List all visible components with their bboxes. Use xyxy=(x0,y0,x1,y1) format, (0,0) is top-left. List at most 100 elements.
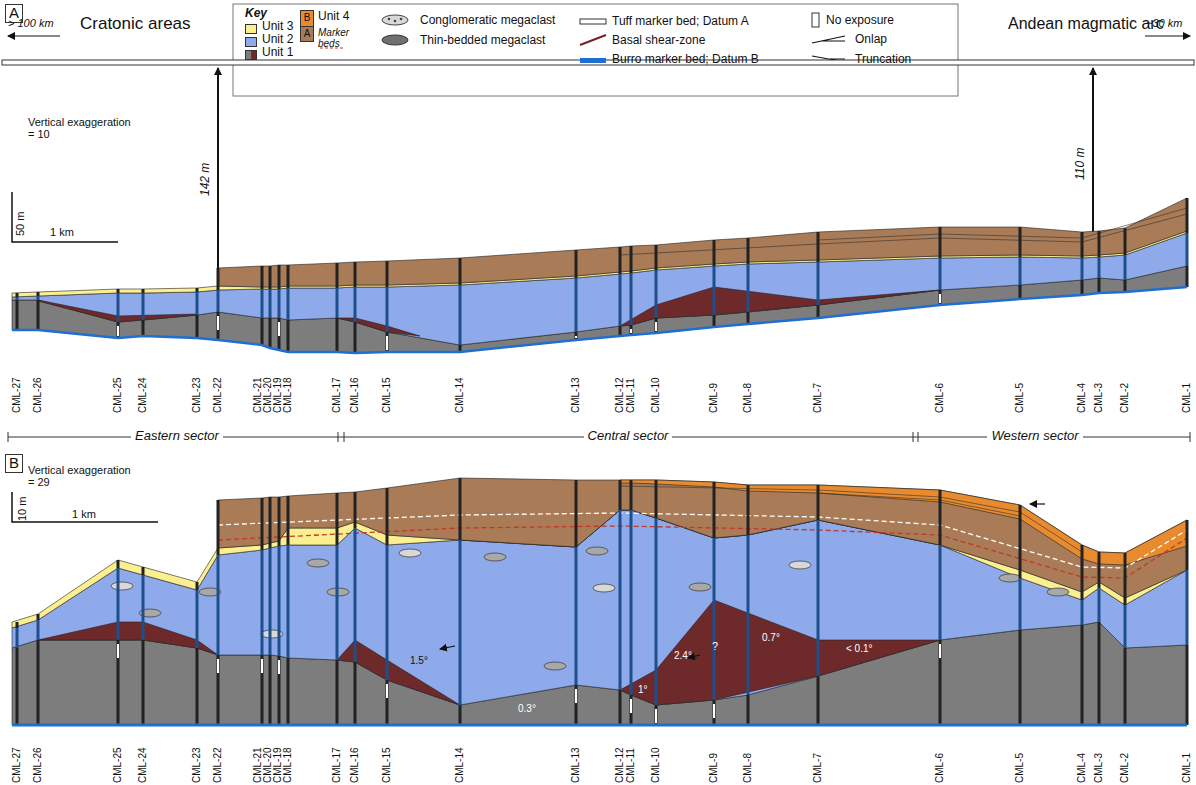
legend-swatch xyxy=(245,37,257,47)
well-column xyxy=(386,545,389,680)
legend-text: Unit 4 xyxy=(318,10,349,23)
well-column xyxy=(1124,255,1127,280)
well-label: CML-22 xyxy=(213,747,223,783)
dip-angle: 2.4° xyxy=(674,650,692,661)
well-column xyxy=(817,232,820,262)
distance-note: > 100 km xyxy=(8,17,54,29)
well-label: CML-1 xyxy=(1182,383,1192,413)
well-label: CML-13 xyxy=(571,747,581,783)
no-exposure xyxy=(713,704,715,718)
well-column xyxy=(1019,227,1022,257)
dip-angle: 0.3° xyxy=(518,703,536,714)
legend-frame xyxy=(233,4,958,96)
sector-label: Eastern sector xyxy=(131,429,223,443)
no-exposure xyxy=(939,644,941,658)
well-column xyxy=(336,288,339,318)
megaclast xyxy=(399,549,421,557)
well-column xyxy=(747,535,750,695)
well-column xyxy=(630,510,633,695)
well-column xyxy=(142,289,145,293)
well-column xyxy=(1186,520,1189,570)
well-column xyxy=(1186,266,1189,287)
well-column xyxy=(1124,648,1127,725)
well-column xyxy=(1186,233,1189,266)
well-column xyxy=(1098,278,1101,293)
well-column xyxy=(939,290,942,305)
legend-swatch-half xyxy=(251,51,256,59)
well-column xyxy=(1124,228,1127,255)
well-column xyxy=(269,497,272,548)
megaclast xyxy=(593,584,615,592)
well-column xyxy=(336,318,339,352)
well-column xyxy=(196,315,199,338)
well-label: CML-17 xyxy=(332,747,342,783)
well-column xyxy=(261,498,264,550)
well-column xyxy=(1081,280,1084,295)
no-exposure xyxy=(278,322,280,336)
direction-arrow xyxy=(8,35,60,36)
well-column xyxy=(619,690,622,725)
well-label: CML-10 xyxy=(651,377,661,413)
unit-4-upper xyxy=(620,480,1187,565)
well-column xyxy=(459,285,462,345)
well-column xyxy=(117,560,120,568)
well-column xyxy=(459,258,462,285)
well-column xyxy=(287,288,290,320)
well-label: CML-7 xyxy=(813,383,823,413)
well-column xyxy=(817,520,820,676)
well-column xyxy=(278,497,281,546)
well-label: CML-10 xyxy=(651,747,661,783)
unit-1-lens xyxy=(38,622,218,655)
no-exposure-symbol xyxy=(812,13,819,27)
well-label: CML-15 xyxy=(382,377,392,413)
well-column xyxy=(16,300,19,330)
well-column xyxy=(386,680,389,725)
well-column xyxy=(196,648,199,725)
well-label: CML-12 xyxy=(615,747,625,783)
well-column xyxy=(619,274,622,326)
well-column xyxy=(217,290,220,312)
no-exposure xyxy=(575,689,577,703)
no-exposure xyxy=(575,336,577,338)
well-column xyxy=(37,296,40,300)
no-exposure xyxy=(117,644,119,658)
legend-text: Thin-bedded megaclast xyxy=(420,34,545,47)
well-column xyxy=(354,492,357,528)
legend-title: Key xyxy=(245,7,267,20)
well-column xyxy=(269,289,272,318)
well-column xyxy=(217,268,220,290)
well-column xyxy=(287,658,290,725)
well-column xyxy=(713,266,716,315)
well-column xyxy=(269,266,272,289)
conglomerate-symbol xyxy=(382,15,408,25)
legend-text: Unit 2 xyxy=(262,33,293,46)
megaclast xyxy=(484,553,506,561)
well-column xyxy=(261,655,264,725)
well-label: CML-23 xyxy=(192,377,202,413)
well-column xyxy=(386,287,389,332)
well-label: CML-3 xyxy=(1094,753,1104,783)
well-column xyxy=(747,695,750,725)
dip-angle: 1° xyxy=(638,684,648,695)
legend-text: Unit 1 xyxy=(262,46,293,59)
well-column xyxy=(217,555,220,655)
shear-symbol xyxy=(580,35,606,45)
megaclast xyxy=(689,583,711,591)
well-label: CML-2 xyxy=(1120,383,1130,413)
well-column xyxy=(117,293,120,322)
well-column xyxy=(713,482,716,538)
well-column xyxy=(386,332,389,352)
well-label: CML-16 xyxy=(350,747,360,783)
megaclast xyxy=(1047,588,1069,596)
no-exposure xyxy=(278,660,280,674)
well-column xyxy=(817,676,820,725)
well-column xyxy=(196,590,199,648)
thickness-label: 142 m xyxy=(199,163,211,196)
dip-angle: 0.7° xyxy=(762,632,780,643)
well-column xyxy=(37,292,40,296)
well-label: CML-6 xyxy=(935,383,945,413)
well-column xyxy=(655,480,658,518)
well-label: CML-20 xyxy=(263,377,273,413)
scale-label: 50 m xyxy=(15,212,26,236)
well-column xyxy=(278,318,281,350)
